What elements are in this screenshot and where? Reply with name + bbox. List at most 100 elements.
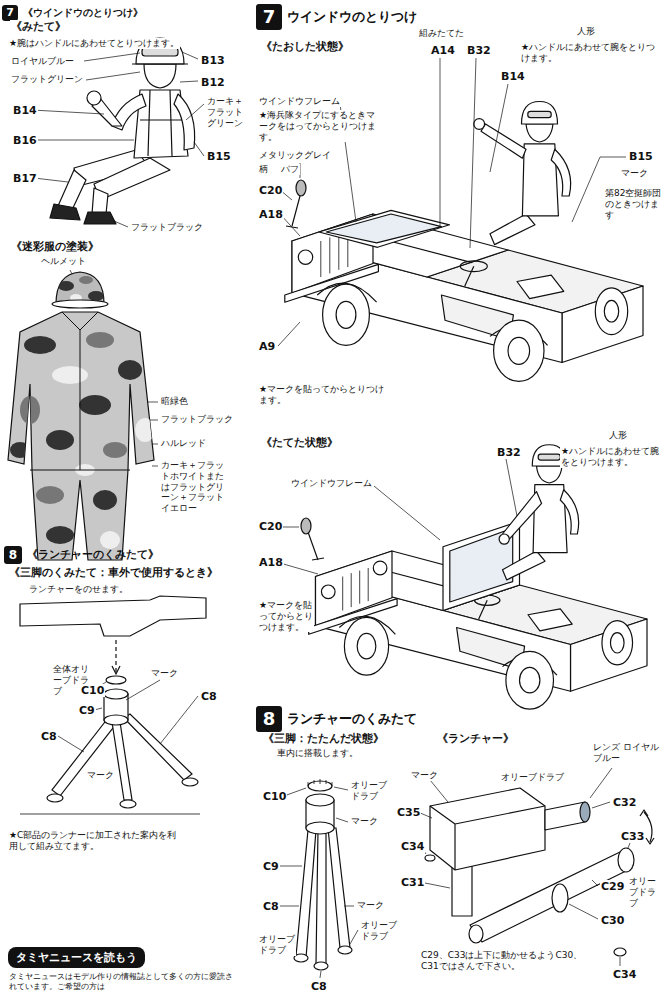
leader-line-part — [628, 843, 630, 848]
part-number: C20 — [258, 520, 283, 533]
paint-note: 人形 — [608, 430, 628, 441]
part-number: A18 — [258, 208, 284, 221]
step-header: 7ウインドウのとりつけ — [256, 4, 419, 32]
section-heading: 《ランチャー》 — [436, 732, 515, 745]
tripod-illustration-part — [112, 722, 132, 800]
launcher-illustration-part — [552, 884, 568, 912]
section-heading: 《三脚：たたんだ状態》 — [262, 732, 385, 745]
uniform-illustration-part — [46, 526, 74, 544]
helmet-illustration-part — [52, 300, 108, 308]
news-badge: タミヤニュースを読もう — [8, 946, 147, 970]
part-number: B17 — [12, 172, 38, 185]
instruction-note: ★マークを貼ってからとりつけます。 — [258, 384, 390, 406]
instruction-note: 第82空挺師団のときつけます — [604, 188, 666, 220]
paint-note: カーキ＋フラットグリーン — [206, 96, 252, 128]
jeep-illustration-part — [296, 180, 306, 196]
jeep-illustration-part — [308, 532, 324, 560]
tripod-illustration — [294, 779, 352, 970]
part-number: B14 — [12, 104, 38, 117]
launcher-illustration-part — [452, 866, 472, 916]
leader-line-part — [334, 787, 348, 790]
paint-note: ハルレッド — [160, 438, 207, 449]
part-number: C33 — [620, 830, 645, 843]
launcher-illustration-part — [470, 852, 632, 942]
part-number: C34 — [400, 840, 425, 853]
paint-note: バフ — [280, 164, 300, 175]
leader-line-part — [280, 866, 302, 867]
uniform-illustration-part — [79, 395, 111, 415]
leader-line-part — [490, 84, 508, 172]
jeep-illustration-part — [522, 102, 558, 125]
paint-note: 柄 — [258, 164, 269, 175]
tripod-illustration-part — [296, 830, 316, 958]
tripod-illustration-part — [104, 715, 128, 725]
leader-line-part — [430, 780, 448, 802]
launcher-illustration-part — [614, 948, 626, 956]
instruction-note: C29、C33は上下に動かせるようC30、C31ではさんで下さい。 — [420, 950, 592, 972]
leader-line-part — [34, 178, 68, 182]
tripod-illustration-part — [47, 794, 63, 802]
figure-illustration-part — [87, 91, 101, 105]
uniform-illustration-part — [46, 430, 74, 450]
tripod-illustration-part — [112, 666, 120, 674]
part-number: C35 — [396, 806, 421, 819]
jeep-illustration-part — [528, 111, 551, 117]
uniform-illustration-part — [93, 490, 117, 510]
launcher-illustration-part — [469, 925, 483, 943]
instruction-note: ★海兵隊タイプにするときマークをはってからとりつけます。 — [258, 110, 380, 142]
paint-note: メタリックグレイ — [258, 150, 332, 161]
tripod-illustration-part — [308, 779, 332, 786]
leader-line-part — [160, 696, 198, 744]
jeep-illustration-part — [301, 518, 324, 560]
uniform-illustration-part — [86, 332, 114, 348]
paint-note: マーク — [86, 770, 115, 781]
leader-line-part — [344, 906, 354, 907]
section-heading: 《たてた状態》 — [260, 436, 339, 449]
paint-note: ロイヤルブルー — [10, 56, 75, 67]
paint-note: マーク — [356, 900, 385, 911]
paint-note: オリーブドラブ — [258, 934, 296, 956]
paint-note: ウインドウフレーム — [258, 96, 341, 107]
leader-line-part — [186, 104, 204, 120]
paint-note: 暗緑色 — [160, 396, 189, 407]
jeep-illustration-part — [285, 214, 643, 381]
leader-line-part — [374, 486, 440, 540]
part-number: B15 — [206, 150, 232, 163]
paint-note: フラットブラック — [130, 222, 204, 233]
part-number: B12 — [200, 76, 226, 89]
paint-note: レンズ ロイヤルブルー — [592, 742, 664, 764]
badge-text: タミヤニュースを読もう — [8, 947, 145, 968]
leader-line-part — [620, 957, 621, 966]
uniform-illustration-part — [20, 396, 40, 424]
leader-line-part — [152, 466, 158, 467]
paint-note: フラットグリーン — [10, 74, 84, 85]
paint-note: ヘルメット — [40, 256, 87, 267]
section-heading: 《迷彩服の塗装》 — [10, 240, 100, 253]
step-header: 8《ランチャーのくみたて》 — [4, 544, 161, 566]
part-number: C9 — [78, 704, 96, 717]
tripod-illustration-part — [115, 640, 116, 672]
part-number: C29 — [600, 880, 625, 893]
leader-line-part — [592, 880, 598, 886]
tripod-illustration-part — [306, 822, 334, 834]
step-number: 8 — [256, 706, 282, 732]
leader-line-part — [58, 736, 84, 752]
instruction-note: ★ハンドルにあわせて腕をとりつけます。 — [520, 42, 662, 64]
uniform-illustration-part — [10, 332, 155, 549]
leader-line-part — [350, 930, 358, 944]
uniform-illustration-part — [8, 312, 154, 560]
tripod-illustration-part — [106, 676, 126, 684]
jeep-illustration-part — [551, 149, 570, 196]
leader-line-part — [114, 221, 128, 227]
part-number: C30 — [600, 914, 625, 927]
part-number: B32 — [496, 446, 522, 459]
uniform-illustration-part — [10, 442, 30, 458]
helmet-illustration-part — [56, 272, 104, 304]
part-number: B13 — [200, 54, 226, 67]
figure-illustration-part — [142, 48, 178, 56]
part-number: A18 — [258, 556, 284, 569]
figure-illustration-part — [144, 64, 176, 88]
step-header: 8ランチャーのくみたて — [256, 706, 419, 734]
part-number: B16 — [12, 134, 38, 147]
launcher-illustration-part — [580, 802, 590, 822]
